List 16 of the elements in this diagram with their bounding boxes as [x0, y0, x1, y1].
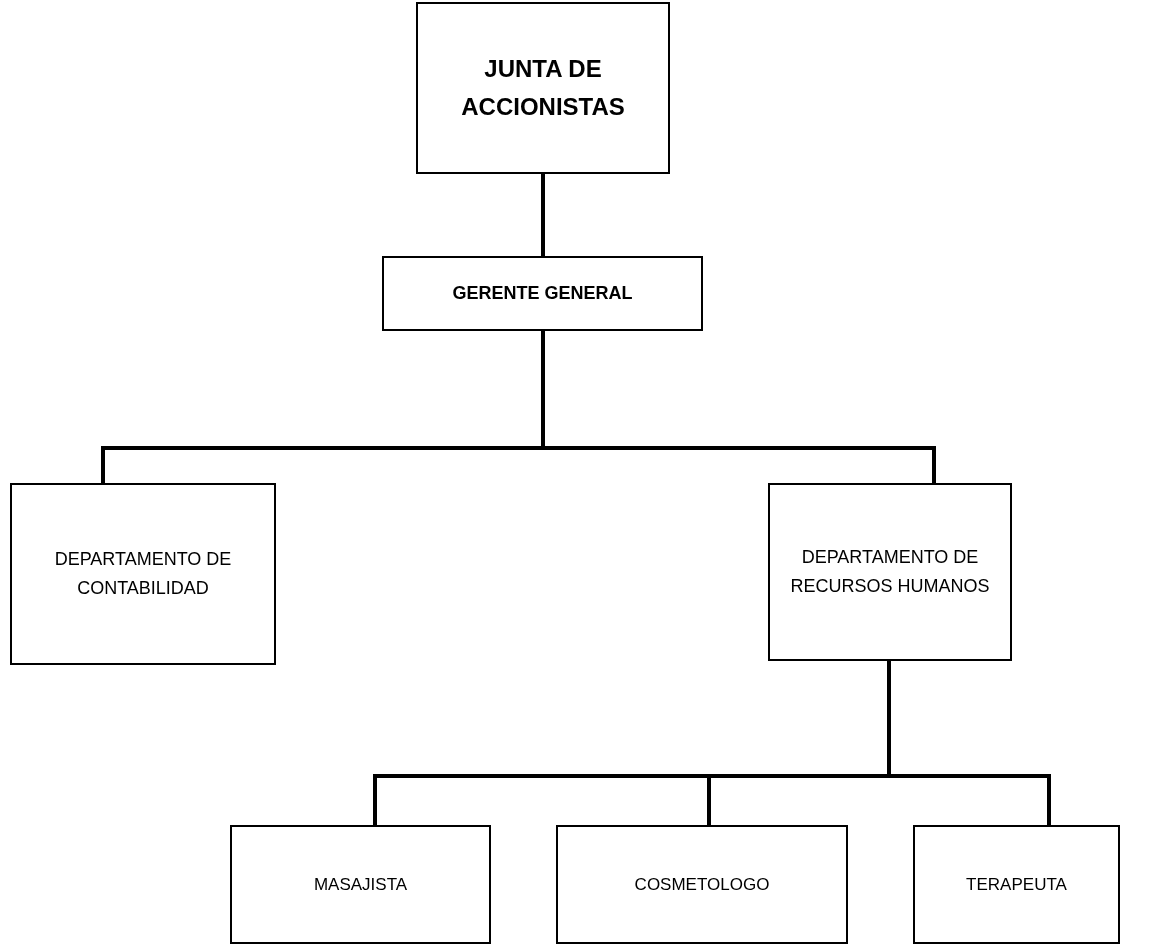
org-box [382, 256, 703, 331]
org-box [416, 2, 670, 174]
connector-line [541, 331, 936, 483]
box-label: COSMETOLOGO [633, 873, 771, 896]
box-label: JUNTA DE ACCIONISTAS [460, 53, 626, 122]
org-box [10, 483, 276, 665]
box-label: MASAJISTA [312, 873, 409, 896]
connector-line [541, 174, 545, 256]
org-box [913, 825, 1120, 944]
box-label: TERAPEUTA [965, 873, 1068, 896]
box-label: DEPARTAMENTO DE CONTABILIDAD [53, 548, 233, 600]
org-box [556, 825, 848, 944]
box-label: GERENTE GENERAL [451, 282, 634, 306]
box-label: DEPARTAMENTO DE RECURSOS HUMANOS [789, 546, 991, 598]
org-box [768, 483, 1012, 661]
org-box [230, 825, 491, 944]
